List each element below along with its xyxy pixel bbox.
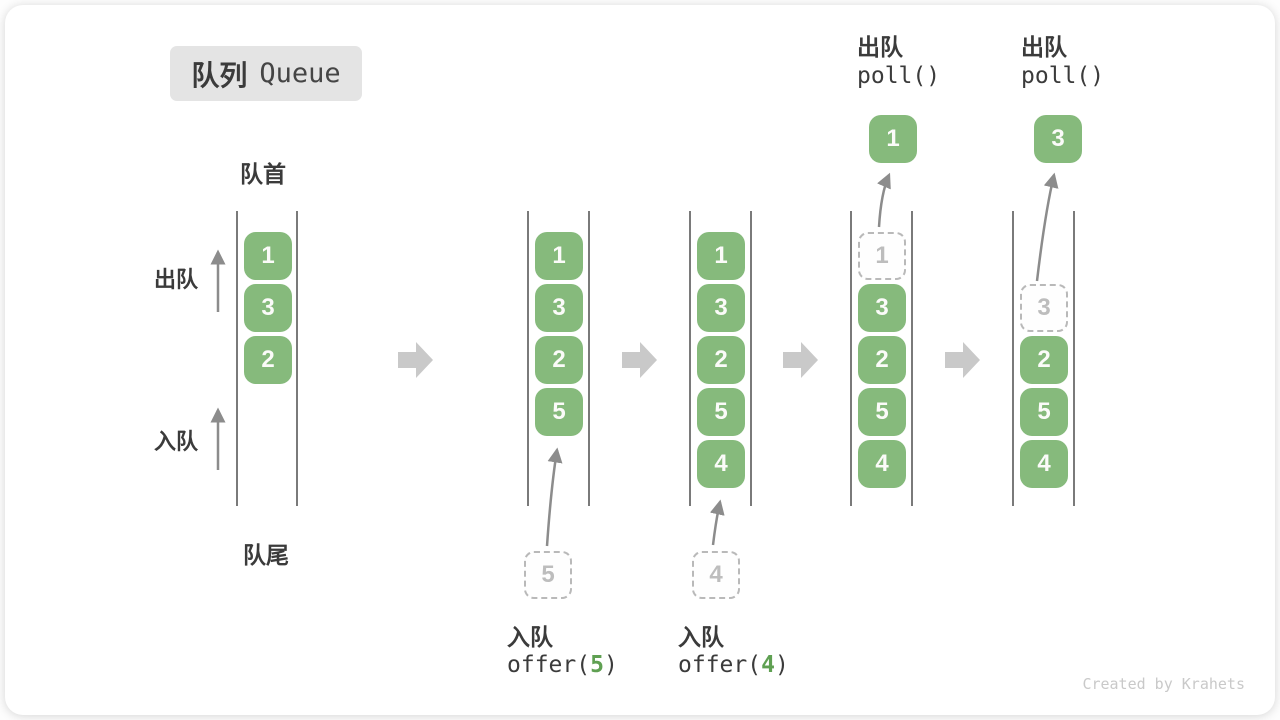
enqueue-arrow-icon	[545, 447, 563, 547]
step-arrow-icon	[783, 342, 818, 378]
queue-item: 4	[1020, 440, 1068, 488]
code-arg: 5	[590, 652, 604, 678]
code-arg: 4	[761, 652, 775, 678]
queue-item: 1	[697, 232, 745, 280]
queue-walls	[236, 211, 1075, 506]
queue-item: 3	[244, 284, 292, 332]
label-queue-rear: 队尾	[243, 542, 289, 568]
queue-item: 2	[535, 336, 583, 384]
queue-item: 3	[858, 284, 906, 332]
enqueue-arrow-icon	[709, 499, 725, 546]
dequeue-arrow-icon	[1035, 172, 1059, 282]
watermark: Created by Krahets	[1082, 675, 1245, 693]
title-badge: 队列 Queue	[170, 46, 362, 101]
queue-item: 2	[697, 336, 745, 384]
queue-item: 4	[697, 440, 745, 488]
queue-item: 2	[858, 336, 906, 384]
code-text: )	[603, 652, 618, 678]
queue-item: 5	[535, 388, 583, 436]
op-label-dequeue: 出队	[1021, 34, 1067, 60]
code-text: offer(	[507, 652, 591, 678]
polled-item: 1	[869, 115, 917, 163]
code-text: poll()	[1021, 63, 1105, 89]
step-arrow-icon	[622, 342, 657, 378]
removed-item: 1	[858, 232, 906, 280]
queue-item: 1	[244, 232, 292, 280]
queue-item: 3	[535, 284, 583, 332]
queue-item: 5	[858, 388, 906, 436]
pending-item: 5	[524, 551, 572, 599]
queue-item: 4	[858, 440, 906, 488]
code-text: )	[774, 652, 789, 678]
code-text: offer(	[678, 652, 762, 678]
queue-item: 3	[697, 284, 745, 332]
dequeue-arrow-icon	[877, 172, 891, 228]
step-arrows	[398, 342, 980, 378]
label-enqueue-direction: 入队	[154, 429, 199, 454]
title-zh: 队列	[191, 59, 248, 91]
label-dequeue-direction: 出队	[154, 267, 199, 292]
step-arrow-icon	[945, 342, 980, 378]
pending-item: 4	[692, 551, 740, 599]
op-code-offer: offer(4)	[678, 652, 789, 678]
label-queue-front: 队首	[240, 161, 286, 187]
op-label-enqueue: 入队	[507, 624, 553, 650]
queue-item: 5	[1020, 388, 1068, 436]
code-text: poll()	[857, 63, 941, 89]
op-label-enqueue: 入队	[678, 624, 724, 650]
op-code-offer: offer(5)	[507, 652, 618, 678]
queue-item: 2	[244, 336, 292, 384]
op-code-poll: poll()	[1021, 63, 1104, 89]
queue-item: 1	[535, 232, 583, 280]
step-arrow-icon	[398, 342, 433, 378]
removed-item: 3	[1020, 284, 1068, 332]
queue-item: 2	[1020, 336, 1068, 384]
op-label-dequeue: 出队	[857, 34, 903, 60]
queue-item: 5	[697, 388, 745, 436]
polled-item: 3	[1034, 115, 1082, 163]
operation-arrows	[210, 172, 1059, 547]
title-en: Queue	[259, 58, 341, 89]
op-code-poll: poll()	[857, 63, 940, 89]
